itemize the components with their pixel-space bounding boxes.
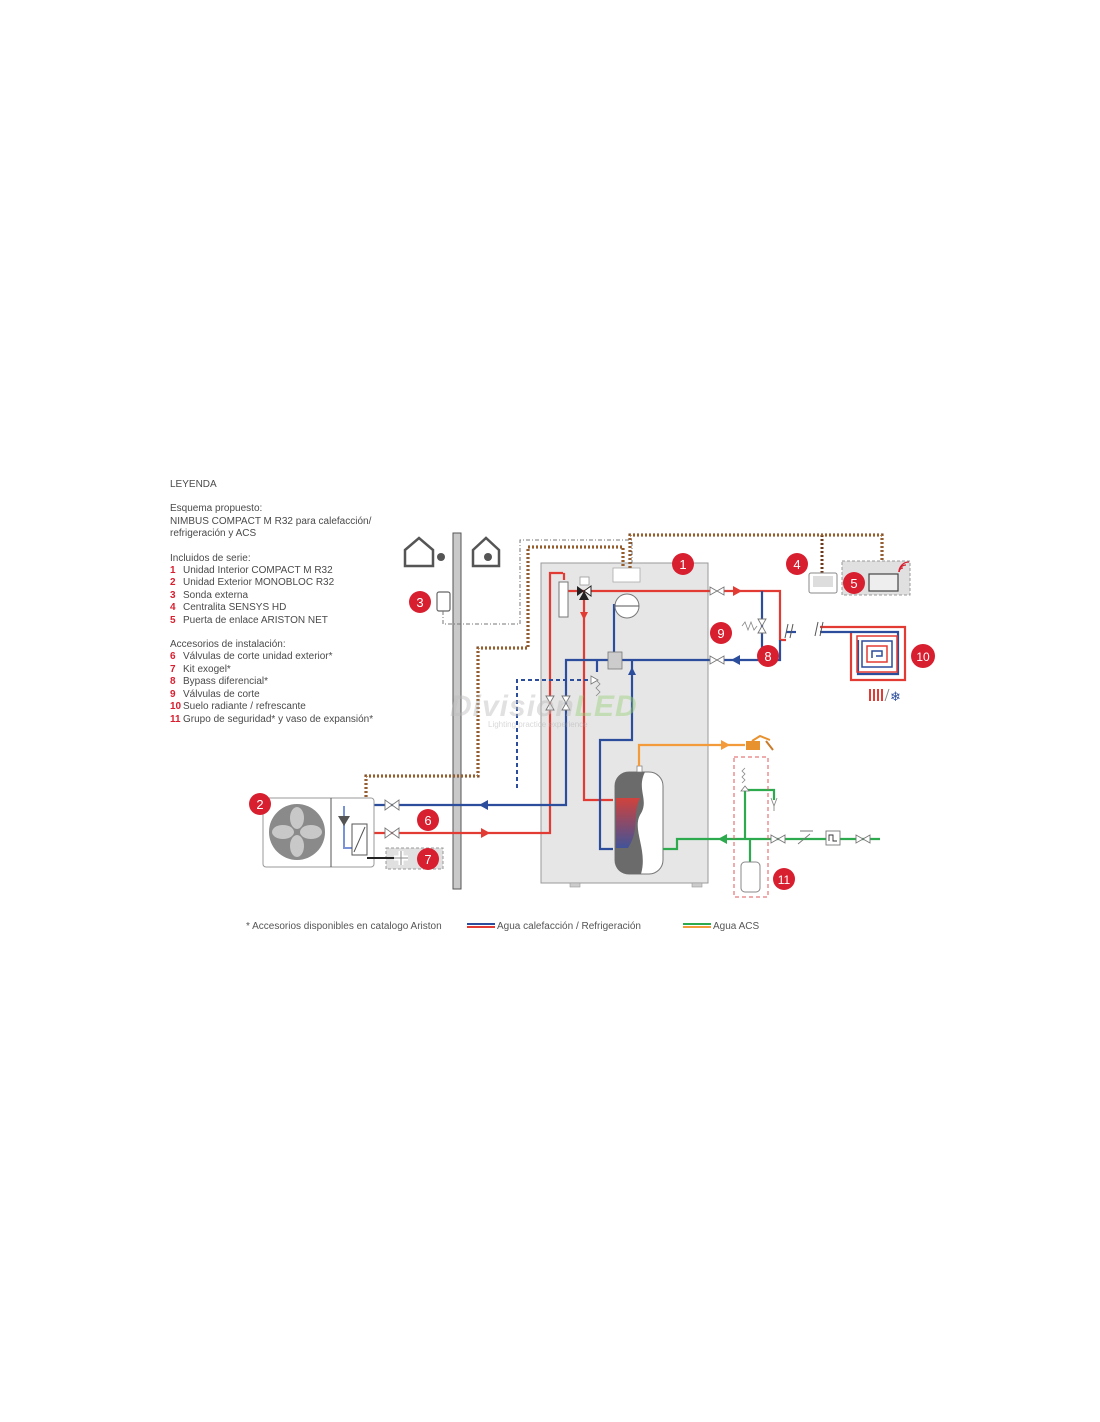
badge-8: 8 bbox=[757, 645, 779, 667]
svg-text:4: 4 bbox=[793, 557, 800, 572]
check-valve bbox=[797, 830, 813, 845]
footer-note: * Accesorios disponibles en catalogo Ari… bbox=[246, 921, 442, 932]
badge-10: 10 bbox=[911, 644, 935, 668]
svg-text:8: 8 bbox=[764, 649, 771, 664]
badge-6: 6 bbox=[417, 809, 439, 831]
badge-1: 1 bbox=[672, 553, 694, 575]
badge-5: 5 bbox=[843, 572, 865, 594]
cold-water-arrow bbox=[718, 834, 727, 844]
filter bbox=[607, 651, 623, 670]
badge-7: 7 bbox=[417, 848, 439, 870]
included-heading: Incluidos de serie: bbox=[170, 552, 251, 564]
drain-dashed-pipe bbox=[516, 679, 589, 788]
expansion-tank bbox=[740, 861, 761, 893]
cold-return-arrow bbox=[479, 800, 488, 810]
svg-text:11: 11 bbox=[778, 873, 791, 887]
fan-icon bbox=[269, 804, 325, 860]
svg-text:1: 1 bbox=[679, 557, 686, 572]
acs-arrow bbox=[721, 740, 730, 750]
spiral-coil bbox=[856, 635, 898, 673]
svg-text:5: 5 bbox=[850, 576, 857, 591]
shutoff-valves bbox=[384, 586, 767, 839]
ariston-net-gateway bbox=[868, 573, 899, 592]
external-sensor bbox=[436, 591, 451, 612]
indoor-unit-foot bbox=[569, 882, 581, 888]
sensor-wire bbox=[442, 539, 633, 625]
svg-text:7: 7 bbox=[424, 852, 431, 867]
footer-heating-legend: Agua calefacción / Refrigeración bbox=[467, 921, 641, 932]
badge-2: 2 bbox=[249, 793, 271, 815]
badge-3: 3 bbox=[409, 591, 431, 613]
inlet-valves bbox=[770, 834, 871, 844]
accessories-heading: Accesorios de instalación: bbox=[170, 639, 286, 651]
legend: LEYENDA Esquema propuesto: NIMBUS COMPAC… bbox=[170, 479, 373, 738]
tank-coil bbox=[616, 798, 640, 848]
hot-flow-arrow bbox=[733, 586, 742, 596]
control-box bbox=[612, 567, 641, 583]
cold-return-arrow bbox=[731, 655, 740, 665]
wall bbox=[452, 532, 462, 890]
indoor-dot-icon bbox=[484, 553, 492, 561]
outdoor-dot-icon bbox=[437, 553, 445, 561]
snowflake-icon: ❄ bbox=[890, 689, 901, 704]
badge-11: 11 bbox=[773, 868, 795, 890]
svg-text:10: 10 bbox=[916, 650, 930, 664]
three-way-valve-icon bbox=[577, 586, 584, 596]
scheme-heading: Esquema propuesto: bbox=[170, 503, 263, 515]
svg-text:6: 6 bbox=[424, 813, 431, 828]
pipe-break-icon bbox=[784, 621, 824, 639]
legend-title: LEYENDA bbox=[170, 479, 217, 490]
drain-funnel bbox=[770, 797, 778, 811]
svg-text:2: 2 bbox=[256, 797, 263, 812]
watermark: DivisionLED Lighting practice experience bbox=[450, 690, 638, 729]
faucet-icon bbox=[746, 734, 774, 751]
acs-swatch bbox=[683, 922, 711, 928]
badge-9: 9 bbox=[710, 622, 732, 644]
svg-text:9: 9 bbox=[717, 626, 724, 641]
badge-4: 4 bbox=[786, 553, 808, 575]
hot-down-arrow bbox=[580, 612, 588, 620]
air-separator bbox=[558, 581, 569, 618]
acs-pipe bbox=[637, 743, 745, 766]
footer-acs-legend: Agua ACS bbox=[683, 921, 759, 932]
hot-flow-arrow bbox=[481, 828, 490, 838]
radiator-icon bbox=[869, 689, 883, 701]
group-dashed-box bbox=[733, 756, 769, 898]
indoor-house-icon bbox=[471, 536, 501, 568]
outdoor-house-icon bbox=[403, 536, 435, 568]
svg-text:3: 3 bbox=[416, 595, 423, 610]
heating-swatch bbox=[467, 922, 495, 928]
safety-valve-spring bbox=[595, 679, 601, 697]
scheme-line-1: NIMBUS COMPACT M R32 para calefacción/ bbox=[170, 515, 372, 527]
slash bbox=[884, 688, 890, 702]
cold-up-arrow bbox=[628, 667, 636, 675]
bypass-spring bbox=[741, 620, 758, 632]
scheme-line-2: refrigeración y ACS bbox=[170, 528, 257, 540]
wifi-icon bbox=[898, 561, 910, 573]
indoor-unit-foot bbox=[691, 882, 703, 888]
